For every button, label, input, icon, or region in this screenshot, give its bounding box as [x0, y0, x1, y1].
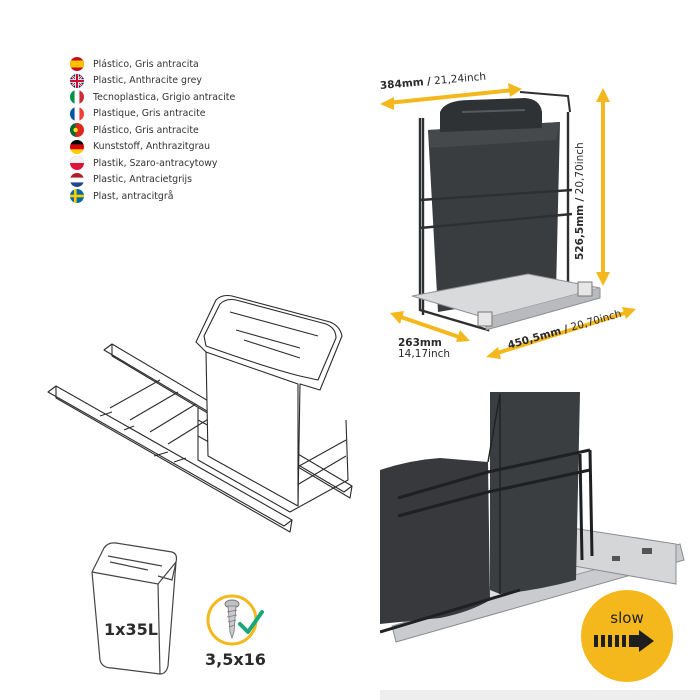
dimension-arrows [380, 83, 636, 359]
netherlands-flag-icon [70, 172, 84, 187]
assembly-line-drawing [47, 294, 353, 533]
depth-arrowhead-left [390, 311, 404, 324]
height-inch: 20,70inch [574, 142, 586, 195]
spain-flag-icon [70, 57, 84, 72]
legend-text: Plastik, Szaro-antracytowy [93, 157, 218, 169]
screw-size-label: 3,5x16 [205, 650, 266, 669]
depth-arrow-line [397, 314, 463, 340]
rail-brackets [99, 411, 187, 463]
depth-arrowhead-right [456, 330, 470, 342]
legend-row-nl: Plastic, Antracietgrijs [70, 172, 270, 189]
poland-flag-icon [70, 156, 84, 171]
width-arrow-line [387, 88, 515, 105]
legend-text: Plastique, Gris antracite [93, 108, 206, 120]
legend-text: Plast, antracitgrå [93, 190, 174, 202]
bin-lid [440, 98, 542, 132]
bin-right [490, 392, 580, 594]
legend-row-fr: Plastique, Gris antracite [70, 106, 270, 123]
lid-flap-lines [229, 311, 319, 359]
material-legend: Plástico, Gris antracita Plastic, Anthra… [70, 56, 270, 205]
legend-row-en: Plastic, Anthracite grey [70, 73, 270, 90]
depth-mm: 263mm [398, 337, 442, 349]
length-separator: / [562, 323, 570, 336]
dimensioned-product-render [380, 83, 636, 359]
bin-body [428, 122, 560, 312]
length-arrowhead-right [622, 307, 636, 319]
arrow-right-icon [594, 630, 654, 652]
legend-text: Plástico, Gris antracite [93, 124, 199, 136]
bin-count-label: 1x35L [104, 620, 158, 639]
basket-frame [197, 408, 349, 513]
width-arrowhead-left [380, 97, 394, 110]
lid-flap-edge [461, 109, 526, 113]
wire-frame [397, 448, 591, 518]
length-arrowhead-left [486, 347, 501, 359]
height-arrowhead-bottom [596, 272, 610, 286]
screw-included-icon [206, 594, 264, 646]
bin-divider-edge [487, 393, 501, 594]
screw-icon [224, 599, 240, 640]
germany-flag-icon [70, 139, 84, 154]
bin-front-edge [205, 351, 299, 506]
italy-flag-icon [70, 90, 84, 105]
base-wire [380, 588, 521, 634]
frame-crossbars [109, 379, 211, 445]
bin-body-outline [91, 561, 177, 675]
length-arrow-line [493, 310, 629, 356]
slow-close-label: slow [610, 609, 644, 627]
portugal-flag-icon [70, 123, 84, 138]
legend-row-pl: Plastik, Szaro-antracytowy [70, 155, 270, 172]
wire-frame-post [578, 449, 594, 561]
bin-left [380, 458, 490, 624]
detail-photo [380, 392, 700, 700]
frame-rear-post [421, 112, 570, 315]
legend-text: Kunststoff, Anthrazitgrau [93, 141, 211, 153]
bin-capacity-icon [91, 542, 178, 675]
width-separator: / [426, 75, 432, 88]
width-arrowhead-right [508, 83, 522, 97]
lid-flap [107, 555, 163, 571]
legend-row-de: Kunststoff, Anthrazitgrau [70, 139, 270, 156]
uk-flag-icon [70, 73, 84, 88]
lid-front [91, 561, 177, 585]
cabinet-floor [380, 690, 700, 700]
checkmark-icon [238, 610, 264, 634]
legend-row-it: Tecnoplastica, Grigio antracite [70, 89, 270, 106]
legend-row-pt: Plástico, Gris antracite [70, 122, 270, 139]
lid-outline [91, 542, 178, 581]
bin-outline [195, 294, 343, 507]
legend-row-es: Plástico, Gris antracita [70, 56, 270, 73]
left-rail-side [55, 386, 293, 533]
height-separator: / [574, 197, 586, 202]
legend-text: Plastic, Antracietgrijs [93, 174, 193, 186]
sweden-flag-icon [70, 189, 84, 204]
legend-row-se: Plast, antracitgrå [70, 188, 270, 205]
legend-text: Plástico, Gris antracita [93, 58, 199, 70]
height-arrowhead-top [596, 88, 610, 102]
bracket-hole [642, 548, 652, 554]
france-flag-icon [70, 106, 84, 121]
height-mm: 526,5mm [574, 204, 586, 260]
depth-dimension-label: 263mm 14,17inch [398, 338, 450, 360]
rail-end-right [577, 281, 593, 297]
frame-top-handle [519, 91, 571, 113]
height-dimension-label: 526,5mm / 20,70inch [574, 142, 586, 260]
slow-close-badge [581, 590, 673, 682]
bracket-hole [612, 556, 620, 561]
legend-text: Plastic, Anthracite grey [93, 75, 202, 87]
bin-corner-line [157, 583, 161, 675]
legend-text: Tecnoplastica, Grigio antracite [93, 91, 236, 103]
depth-inch: 14,17inch [398, 348, 451, 360]
rail-end-left [477, 311, 493, 327]
bin-lid-outline [203, 298, 337, 381]
